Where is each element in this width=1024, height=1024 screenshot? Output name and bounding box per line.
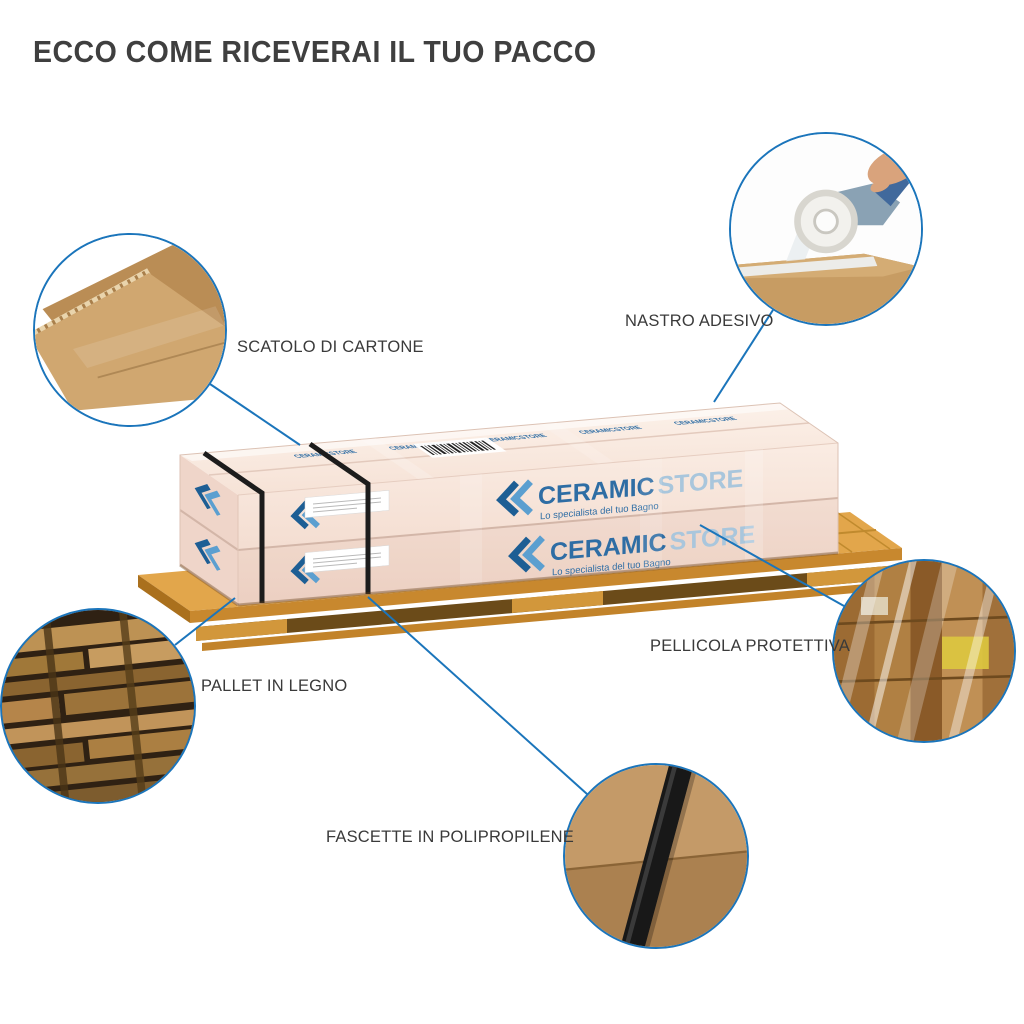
- callout-straps-photo: [563, 763, 749, 949]
- callout-label-straps: FASCETTE IN POLIPROPILENE: [326, 828, 574, 846]
- callout-label-pallet: PALLET IN LEGNO: [201, 677, 348, 695]
- callout-label-cardboard: SCATOLO DI CARTONE: [237, 338, 424, 356]
- callout-label-film: PELLICOLA PROTETTIVA: [650, 637, 850, 655]
- callout-film-photo: [832, 559, 1016, 743]
- tape-gun-illustration: [731, 134, 921, 324]
- wood-pallet-illustration: [2, 610, 194, 802]
- connector-lines: [174, 309, 845, 795]
- connector-line-straps: [367, 596, 588, 795]
- strap-closeup-illustration: [565, 765, 747, 947]
- connector-line-cardboard: [209, 383, 301, 446]
- top-face-brand-mark: CERAMICSTORE: [671, 416, 739, 426]
- callout-tape-photo: [729, 132, 923, 326]
- box-stack: CERAMICSTORE CERAMICSTORE CERAMICSTORE C…: [179, 402, 839, 607]
- barcode: [412, 437, 507, 458]
- protective-film-illustration: [834, 561, 1014, 741]
- strap: [308, 441, 371, 594]
- connector-line-film: [699, 524, 845, 607]
- connector-line-pallet: [174, 597, 236, 646]
- cardboard-corner-illustration: [35, 235, 225, 425]
- page-title: ECCO COME RICEVERAI IL TUO PACCO: [33, 34, 597, 69]
- connector-line-tape: [713, 309, 774, 403]
- strap: [202, 450, 265, 603]
- top-face-brand-mark: CERAMICSTORE: [481, 433, 549, 443]
- callout-label-tape: NASTRO ADESIVO: [625, 312, 774, 330]
- top-face-brand-mark: CERAMICSTORE: [576, 425, 644, 435]
- callout-pallet-photo: [0, 608, 196, 804]
- callout-cardboard-photo: [33, 233, 227, 427]
